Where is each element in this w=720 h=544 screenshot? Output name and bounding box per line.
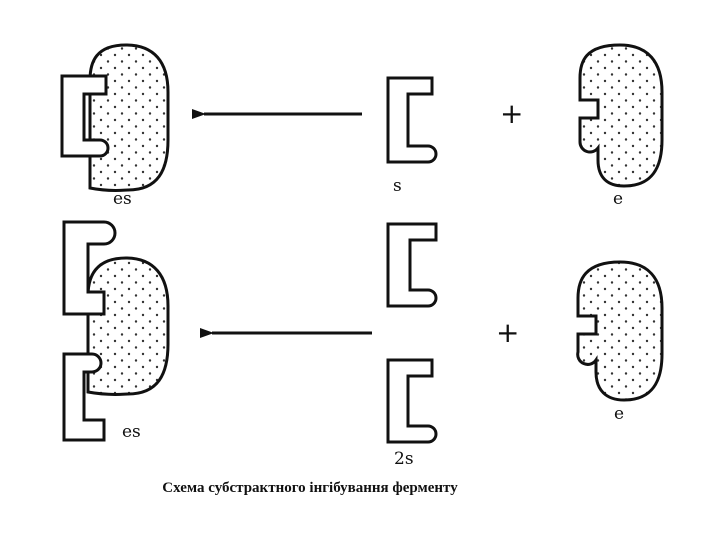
- enzyme-es-top: [88, 43, 170, 192]
- enzyme-e-bottom: [576, 260, 664, 402]
- substrate-bound-bottom-1: [62, 220, 117, 316]
- plus-sign-bottom: +: [496, 316, 520, 349]
- label-e-bottom: e: [614, 404, 625, 424]
- label-e-top: e: [613, 189, 624, 209]
- enzyme-es-bottom: [86, 256, 170, 396]
- label-es-bottom: es: [122, 422, 141, 442]
- plus-sign-top: +: [500, 97, 524, 130]
- label-es-top: es: [113, 189, 132, 209]
- enzyme-e-top: [578, 43, 664, 188]
- diagram-caption: Схема субстрактного інгібування ферменту: [162, 480, 458, 496]
- substrate-s-bottom-1: [386, 222, 438, 308]
- substrate-bound-bottom-2: [62, 352, 106, 442]
- substrate-s-bottom-2: [386, 358, 438, 444]
- label-s-top: s: [393, 176, 402, 196]
- substrate-s-top: [386, 76, 438, 164]
- substrate-bound-top: [60, 74, 110, 158]
- label-2s-bottom: 2s: [394, 449, 414, 469]
